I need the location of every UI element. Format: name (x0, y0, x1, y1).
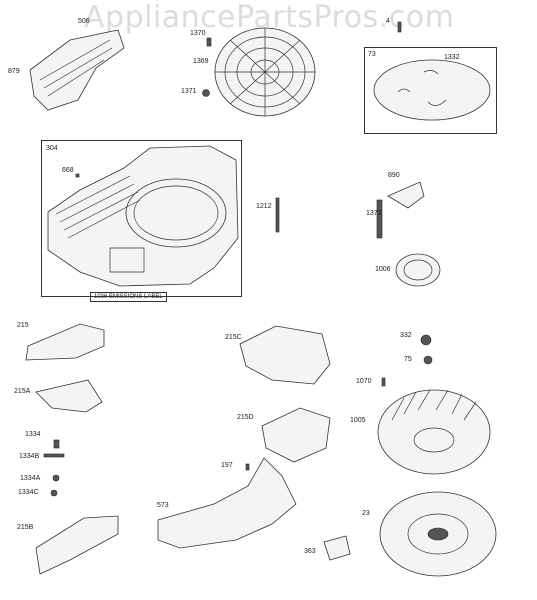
part-1006-gasket (395, 253, 441, 287)
part-1212-dipstick (275, 197, 280, 233)
part-197-screw (245, 463, 250, 471)
label-573: 573 (157, 502, 169, 509)
box-number-73: 73 (368, 51, 376, 58)
label-1372: 1372 (366, 210, 382, 217)
label-215B: 215B (17, 524, 34, 531)
label-1070: 1070 (356, 378, 372, 385)
part-215A-baffle (35, 379, 103, 413)
part-890-bracket (387, 181, 425, 209)
part-215D-shroud (261, 407, 331, 463)
emissions-label: 1036 EMISSIONS LABEL (90, 292, 167, 302)
part-4-pin (397, 21, 402, 33)
label-23: 23 (362, 510, 370, 517)
label-1334: 1334 (25, 431, 41, 438)
label-1332: 1332 (444, 54, 460, 61)
part-1070-screw (381, 377, 386, 387)
label-1334B: 1334B (19, 453, 40, 460)
part-1334-screw (53, 439, 60, 449)
part-1334C-nut (50, 489, 58, 497)
part-879-shroud (29, 29, 125, 111)
part-573-backplate (157, 457, 297, 549)
label-1334C: 1334C (18, 489, 39, 496)
part-215-baffle (25, 323, 105, 361)
label-1369: 1369 (193, 58, 209, 65)
label-1371: 1371 (181, 88, 197, 95)
part-332-nut (420, 334, 432, 346)
label-332: 332 (400, 332, 412, 339)
part-668-plug (75, 173, 80, 178)
label-506: 506 (78, 18, 90, 25)
part-304-blower-housing (47, 145, 239, 287)
part-215C-shroud (239, 325, 331, 385)
box-number-304: 304 (46, 145, 58, 152)
label-890: 890 (388, 172, 400, 179)
label-4: 4 (386, 18, 390, 25)
blower-housing-box (41, 140, 242, 297)
label-215A: 215A (14, 388, 31, 395)
label-1334A: 1334A (20, 475, 41, 482)
label-879: 879 (8, 68, 20, 75)
part-1370-screw (206, 37, 212, 47)
label-1006: 1006 (375, 266, 391, 273)
part-1371-nut (202, 89, 210, 97)
part-75-washer (423, 355, 433, 365)
label-197: 197 (221, 462, 233, 469)
label-1212: 1212 (256, 203, 272, 210)
part-1372-tube (376, 199, 383, 239)
label-1370: 1370 (190, 30, 206, 37)
part-1369-guard (214, 27, 316, 117)
flywheel-screen-box (364, 47, 497, 134)
label-1005: 1005 (350, 417, 366, 424)
label-668: 668 (62, 167, 74, 174)
label-75: 75 (404, 356, 412, 363)
label-215C: 215C (225, 334, 242, 341)
part-1334B-screw (43, 453, 65, 458)
part-215B-baffle (35, 515, 119, 575)
part-73-plate (373, 59, 491, 121)
part-1005-flywheel (377, 389, 491, 475)
part-1334A-nut (52, 474, 60, 482)
label-363: 363 (304, 548, 316, 555)
part-363-clamp (323, 535, 351, 561)
label-215D: 215D (237, 414, 254, 421)
label-215: 215 (17, 322, 29, 329)
